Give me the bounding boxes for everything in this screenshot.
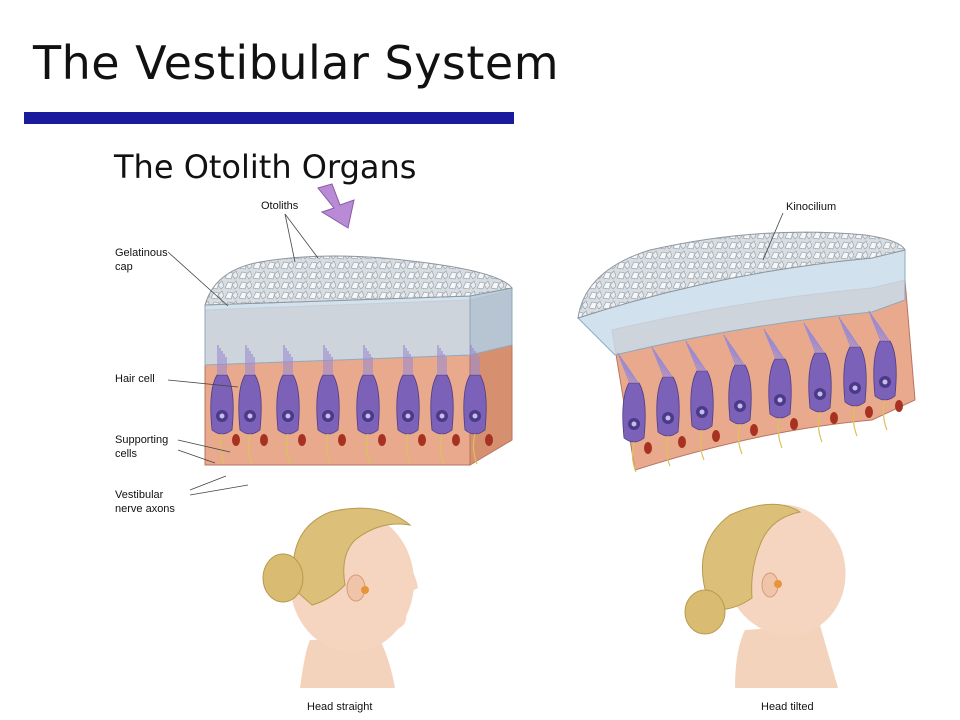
hair-cell	[803, 322, 838, 443]
label-supporting-cells-line2: cells	[115, 448, 138, 460]
title-underline	[24, 112, 514, 124]
leader-lines	[167, 212, 784, 496]
hair-cell	[238, 345, 268, 465]
slide-subtitle: The Otolith Organs	[114, 148, 417, 186]
label-vestibular-axons-line2: nerve axons	[115, 503, 175, 515]
hair-cell	[685, 340, 720, 461]
label-gelatinous-cap-line2: cap	[115, 261, 133, 273]
hair-cells-straight	[210, 345, 493, 465]
label-vestibular-axons-line1: Vestibular	[115, 489, 164, 501]
hair-cell	[651, 346, 686, 467]
hair-cell	[617, 352, 652, 473]
caption-head-straight: Head straight	[307, 701, 373, 713]
hair-cell	[276, 345, 306, 465]
label-kinocilium: Kinocilium	[786, 201, 837, 213]
label-otoliths: Otoliths	[261, 200, 299, 212]
force-arrow	[317, 183, 355, 229]
hair-cell	[430, 345, 460, 465]
label-hair-cell: Hair cell	[115, 373, 155, 385]
hair-cell	[868, 310, 903, 431]
label-supporting-cells-line1: Supporting	[115, 434, 169, 446]
hair-cells-tilted	[617, 310, 903, 473]
hair-cell	[210, 345, 240, 465]
hair-cell	[763, 328, 798, 449]
head-tilted-illustration	[684, 503, 846, 688]
head-straight-illustration	[262, 507, 418, 688]
hair-cell	[396, 345, 426, 465]
hair-cell	[463, 345, 493, 465]
hair-cell	[316, 345, 346, 465]
slide-title: The Vestibular System	[33, 36, 560, 90]
label-gelatinous-cap-line1: Gelatinous	[115, 247, 168, 259]
hair-cell	[356, 345, 386, 465]
hair-cell-block-tilted	[577, 231, 916, 471]
hair-cell	[723, 334, 758, 455]
hair-cell	[838, 316, 873, 437]
caption-head-tilted: Head tilted	[761, 701, 814, 713]
